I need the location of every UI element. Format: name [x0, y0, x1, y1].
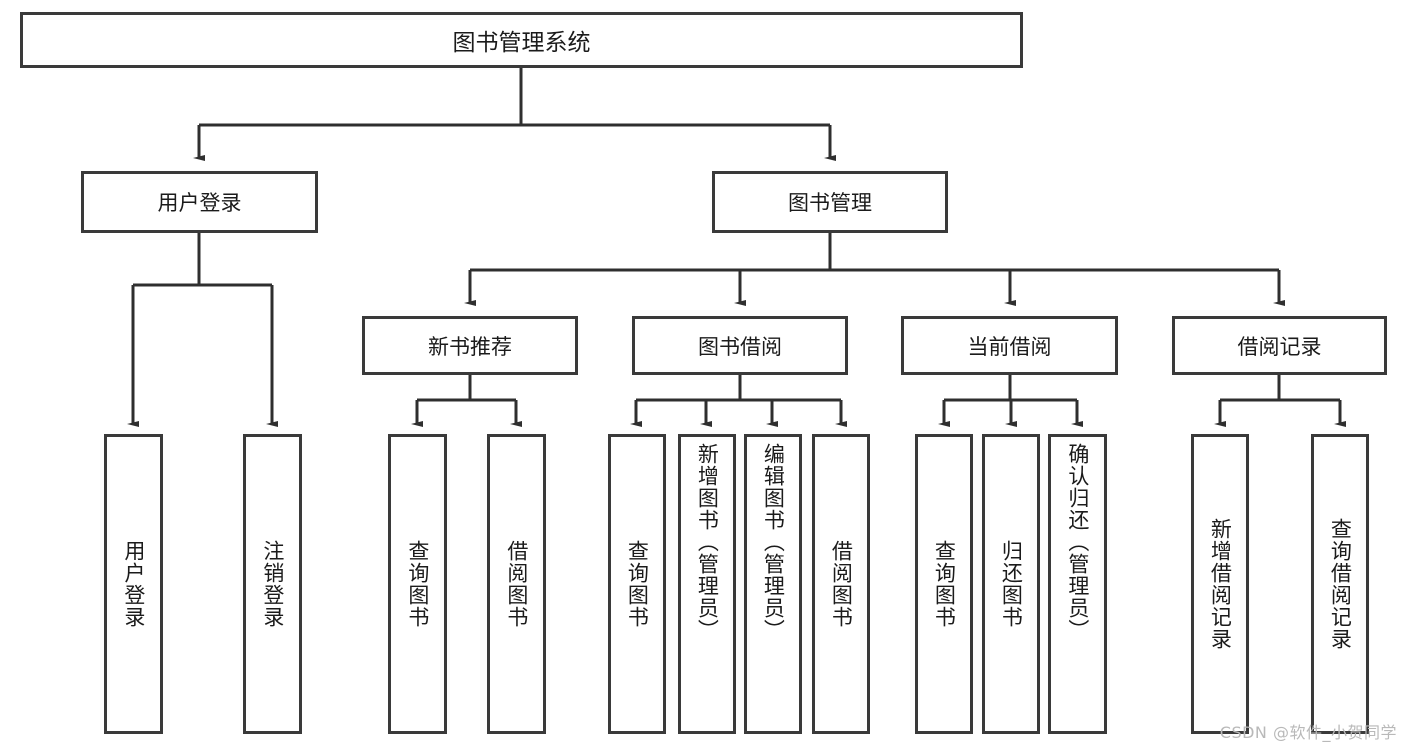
node-current-borrow[interactable]: 当前借阅 [901, 316, 1118, 375]
leaf-new-book-recommend-2[interactable]: 借阅图书 [487, 434, 546, 734]
leaf-inner: 借阅图书 [815, 437, 867, 731]
leaf-borrow-record-2[interactable]: 查询借阅记录 [1311, 434, 1369, 734]
leaf-inner: 用户登录 [107, 437, 160, 731]
leaf-inner: 新增借阅记录 [1194, 437, 1246, 731]
leaf-label: 注销登录 [260, 540, 285, 628]
leaf-book-borrow-2[interactable]: 新增图书（管理员） [678, 434, 736, 734]
leaf-inner: 查询图书 [611, 437, 663, 731]
leaf-label: 查询图书 [405, 540, 430, 628]
leaf-book-borrow-1[interactable]: 查询图书 [608, 434, 666, 734]
leaf-label: 编辑图书（管理员） [761, 443, 786, 641]
node-label: 当前借阅 [967, 334, 1052, 359]
leaf-label: 借阅图书 [829, 540, 854, 628]
leaf-user-login-1[interactable]: 用户登录 [104, 434, 163, 734]
leaf-label: 新增图书（管理员） [695, 443, 720, 641]
leaf-label: 归还图书 [999, 540, 1024, 628]
leaf-inner: 归还图书 [985, 437, 1037, 731]
leaf-inner: 注销登录 [246, 437, 299, 731]
leaf-label: 确认归还（管理员） [1065, 443, 1090, 641]
node-book-management[interactable]: 图书管理 [712, 171, 948, 233]
leaf-inner: 借阅图书 [490, 437, 543, 731]
leaf-book-borrow-4[interactable]: 借阅图书 [812, 434, 870, 734]
leaf-inner: 编辑图书（管理员） [747, 437, 799, 737]
leaf-current-borrow-1[interactable]: 查询图书 [915, 434, 973, 734]
node-label: 图书管理系统 [452, 30, 591, 56]
leaf-label: 查询借阅记录 [1328, 518, 1353, 650]
leaf-label: 查询图书 [932, 540, 957, 628]
leaf-label: 用户登录 [121, 540, 146, 628]
leaf-new-book-recommend-1[interactable]: 查询图书 [388, 434, 447, 734]
node-label: 新书推荐 [428, 334, 512, 359]
node-user-login[interactable]: 用户登录 [81, 171, 318, 233]
node-root-book-management-system[interactable]: 图书管理系统 [20, 12, 1023, 68]
node-label: 用户登录 [157, 191, 242, 215]
node-borrow-record[interactable]: 借阅记录 [1172, 316, 1387, 375]
leaf-current-borrow-2[interactable]: 归还图书 [982, 434, 1040, 734]
node-label: 图书管理 [788, 191, 872, 215]
leaf-book-borrow-3[interactable]: 编辑图书（管理员） [744, 434, 802, 734]
leaf-inner: 查询图书 [391, 437, 444, 731]
leaf-inner: 新增图书（管理员） [681, 437, 733, 737]
leaf-inner: 查询借阅记录 [1314, 437, 1366, 731]
leaf-current-borrow-3[interactable]: 确认归还（管理员） [1048, 434, 1107, 734]
leaf-label: 查询图书 [625, 540, 650, 628]
watermark-text: CSDN @软件_小贺同学 [1219, 723, 1397, 742]
leaf-label: 新增借阅记录 [1208, 518, 1233, 650]
leaf-inner: 查询图书 [918, 437, 970, 731]
node-label: 图书借阅 [698, 334, 782, 359]
leaf-borrow-record-1[interactable]: 新增借阅记录 [1191, 434, 1249, 734]
node-new-book-recommend[interactable]: 新书推荐 [362, 316, 578, 375]
node-label: 借阅记录 [1237, 334, 1322, 359]
leaf-inner: 确认归还（管理员） [1051, 437, 1104, 737]
leaf-user-login-2[interactable]: 注销登录 [243, 434, 302, 734]
node-book-borrow[interactable]: 图书借阅 [632, 316, 848, 375]
leaf-label: 借阅图书 [504, 540, 529, 628]
